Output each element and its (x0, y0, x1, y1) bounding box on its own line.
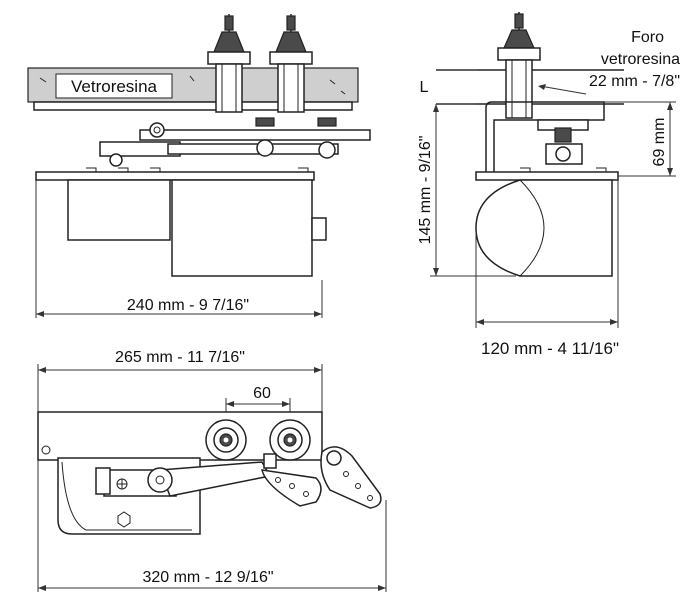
front-view: L Foro vetroresina 22 mm - 7/8" 145 mm -… (417, 12, 680, 358)
deck-thickness-symbol: L (420, 79, 429, 96)
top-view: 265 mm - 11 7/16" 60 (37, 349, 387, 592)
motor-cap (311, 217, 327, 241)
dim-69: 69 mm (651, 118, 668, 167)
mounting-plate (33, 101, 353, 111)
dim-bottom-length: 320 mm - 12 9/16" (142, 569, 273, 586)
hole-label-line2: vetroresina (601, 51, 680, 68)
hole-label-line1: Foro (631, 29, 664, 46)
front-insulator (497, 12, 541, 119)
dim-top-length: 265 mm - 11 7/16" (115, 349, 245, 366)
dim-front-width: 120 mm - 4 11/16" (481, 339, 619, 358)
motor-main (171, 179, 313, 277)
material-label-box (55, 73, 173, 99)
base-plate (35, 171, 315, 181)
roller-left (205, 419, 247, 461)
deck-insulator-right (269, 14, 313, 113)
perforated-link-right (320, 446, 382, 509)
mounting-bracket (485, 101, 605, 174)
front-base-plate (475, 171, 619, 181)
linkage-arms (99, 117, 371, 167)
perforated-link-left (260, 469, 322, 507)
deck-insulator-left (207, 14, 251, 113)
motor-small (67, 179, 171, 241)
roller-right (269, 419, 311, 461)
material-label: Vetroresina (71, 77, 158, 96)
hole-size-label: 22 mm - 7/8" (589, 73, 680, 90)
dim-spacing: 60 (253, 385, 271, 402)
side-view: Vetroresina (27, 14, 371, 318)
dim-side-width: 240 mm - 9 7/16" (127, 297, 249, 314)
dim-height: 145 mm - 9/16" (417, 136, 434, 245)
